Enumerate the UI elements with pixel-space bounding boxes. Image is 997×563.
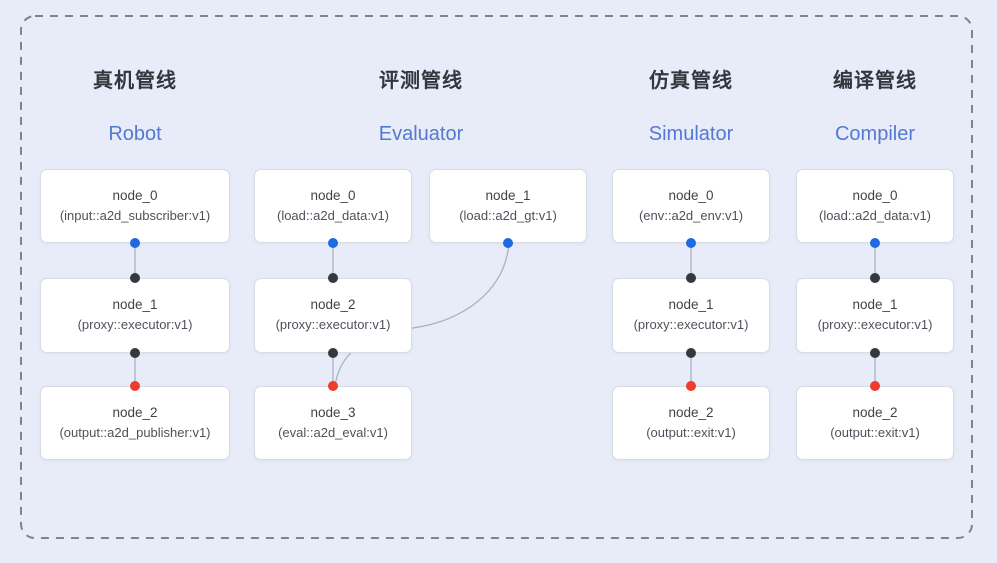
port-dot-sink <box>328 381 338 391</box>
node-name: node_2 <box>310 297 356 313</box>
node-name: node_0 <box>310 187 356 203</box>
node-name: node_2 <box>852 404 898 420</box>
node-name: node_1 <box>852 297 898 313</box>
node-type: (output::a2d_publisher:v1) <box>59 424 211 440</box>
pipeline-title-cn-simulator: 仿真管线 <box>649 70 733 92</box>
port-dot-output-mid <box>130 348 140 358</box>
gt-to-eval-curve <box>334 242 510 387</box>
port-dot-sink <box>870 381 880 391</box>
node-box-evaluator-2: node_2 (proxy::executor:v1) <box>254 278 412 353</box>
port-dot-input <box>328 273 338 283</box>
pipeline-title-en-simulator: Simulator <box>648 123 734 145</box>
node-box-simulator-0: node_0 (env::a2d_env:v1) <box>612 169 770 243</box>
port-dot-input <box>686 273 696 283</box>
port-dot-input <box>870 273 880 283</box>
dashed-border <box>20 15 973 539</box>
node-box-robot-1: node_1 (proxy::executor:v1) <box>40 278 230 353</box>
node-name: node_1 <box>668 297 714 313</box>
pipeline-title-cn-evaluator: 评测管线 <box>379 70 463 92</box>
node-box-compiler-2: node_2 (output::exit:v1) <box>796 386 954 460</box>
node-name: node_3 <box>310 404 356 420</box>
port-dot-input <box>130 273 140 283</box>
node-type: (load::a2d_data:v1) <box>818 207 932 223</box>
node-type: (proxy::executor:v1) <box>817 317 933 333</box>
pipeline-title-cn-compiler: 编译管线 <box>833 70 917 92</box>
node-box-simulator-2: node_2 (output::exit:v1) <box>612 386 770 460</box>
port-dot-sink <box>130 381 140 391</box>
port-dot-sink <box>686 381 696 391</box>
node-box-simulator-1: node_1 (proxy::executor:v1) <box>612 278 770 353</box>
pipeline-title-en-compiler: Compiler <box>834 123 916 145</box>
port-dot-output <box>130 238 140 248</box>
port-dot-output <box>503 238 513 248</box>
port-dot-output <box>328 238 338 248</box>
pipeline-title-cn-robot: 真机管线 <box>93 70 177 92</box>
node-name: node_1 <box>112 297 158 313</box>
node-type: (proxy::executor:v1) <box>633 317 749 333</box>
node-name: node_2 <box>668 404 714 420</box>
port-dot-output-mid <box>328 348 338 358</box>
node-type: (output::exit:v1) <box>646 424 736 440</box>
node-box-compiler-0: node_0 (load::a2d_data:v1) <box>796 169 954 243</box>
node-name: node_0 <box>668 187 714 203</box>
port-dot-output <box>870 238 880 248</box>
node-type: (eval::a2d_eval:v1) <box>278 424 388 440</box>
node-box-evaluator-1: node_1 (load::a2d_gt:v1) <box>429 169 587 243</box>
node-name: node_0 <box>852 187 898 203</box>
node-box-compiler-1: node_1 (proxy::executor:v1) <box>796 278 954 353</box>
port-dot-output-mid <box>870 348 880 358</box>
node-type: (proxy::executor:v1) <box>275 317 391 333</box>
node-type: (output::exit:v1) <box>830 424 920 440</box>
node-type: (env::a2d_env:v1) <box>638 207 744 223</box>
node-name: node_2 <box>112 404 158 420</box>
pipeline-title-en-robot: Robot <box>108 123 162 145</box>
node-type: (load::a2d_data:v1) <box>276 207 390 223</box>
node-name: node_0 <box>112 187 158 203</box>
node-type: (load::a2d_gt:v1) <box>459 207 557 223</box>
node-box-robot-0: node_0 (input::a2d_subscriber:v1) <box>40 169 230 243</box>
node-type: (input::a2d_subscriber:v1) <box>59 207 211 223</box>
node-name: node_1 <box>485 187 531 203</box>
node-box-evaluator-0: node_0 (load::a2d_data:v1) <box>254 169 412 243</box>
node-box-evaluator-3: node_3 (eval::a2d_eval:v1) <box>254 386 412 460</box>
node-box-robot-2: node_2 (output::a2d_publisher:v1) <box>40 386 230 460</box>
port-dot-output-mid <box>686 348 696 358</box>
node-type: (proxy::executor:v1) <box>77 317 193 333</box>
pipeline-title-en-evaluator: Evaluator <box>378 123 464 145</box>
port-dot-output <box>686 238 696 248</box>
